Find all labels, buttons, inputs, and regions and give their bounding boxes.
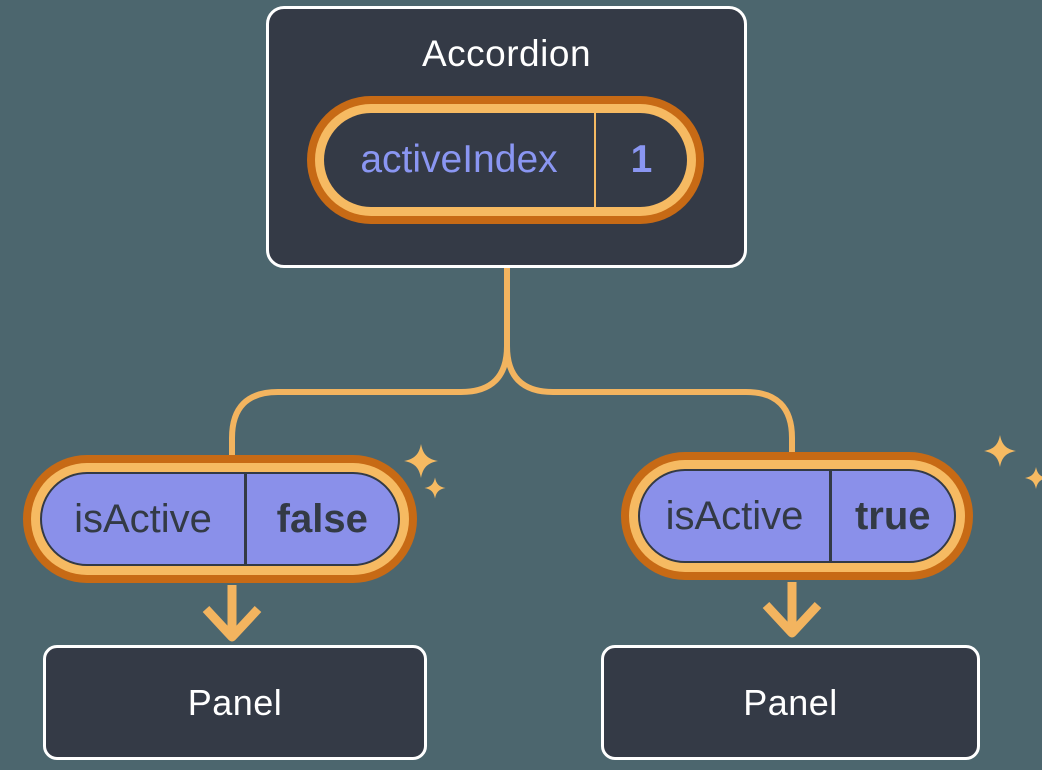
sparkle-icon [404,444,438,478]
panel-node-right: Panel [601,645,980,760]
accordion-title: Accordion [421,33,592,74]
branch-line-right [504,268,795,454]
state-pill-inner-ring: activeIndex 1 [315,104,696,216]
sparkle-icon [1025,467,1042,489]
branch-line-left [229,268,510,457]
prop-pill-inner-ring: isActive false [31,463,409,575]
pill-divider [244,474,247,564]
arrow-down-left [202,585,262,642]
state-pill-value: 1 [630,138,653,181]
prop-pill-is-active-false: isActive false [23,455,417,583]
prop-pill-value: true [854,493,931,538]
pill-divider [829,471,832,561]
prop-pill-inner-ring: isActive true [629,460,965,572]
prop-pill-is-active-true: isActive true [621,452,973,580]
prop-pill-value: false [276,496,368,541]
state-pill-label: activeIndex [360,138,558,181]
sparkle-icon [424,477,446,499]
state-pill-active-index: activeIndex 1 [307,96,704,224]
prop-pill-label: isActive [74,496,212,541]
sparkle-icon [984,435,1016,467]
pill-divider [594,113,596,207]
arrow-down-right [762,582,822,638]
panel-node-left: Panel [43,645,427,760]
prop-pill-label: isActive [665,493,804,538]
